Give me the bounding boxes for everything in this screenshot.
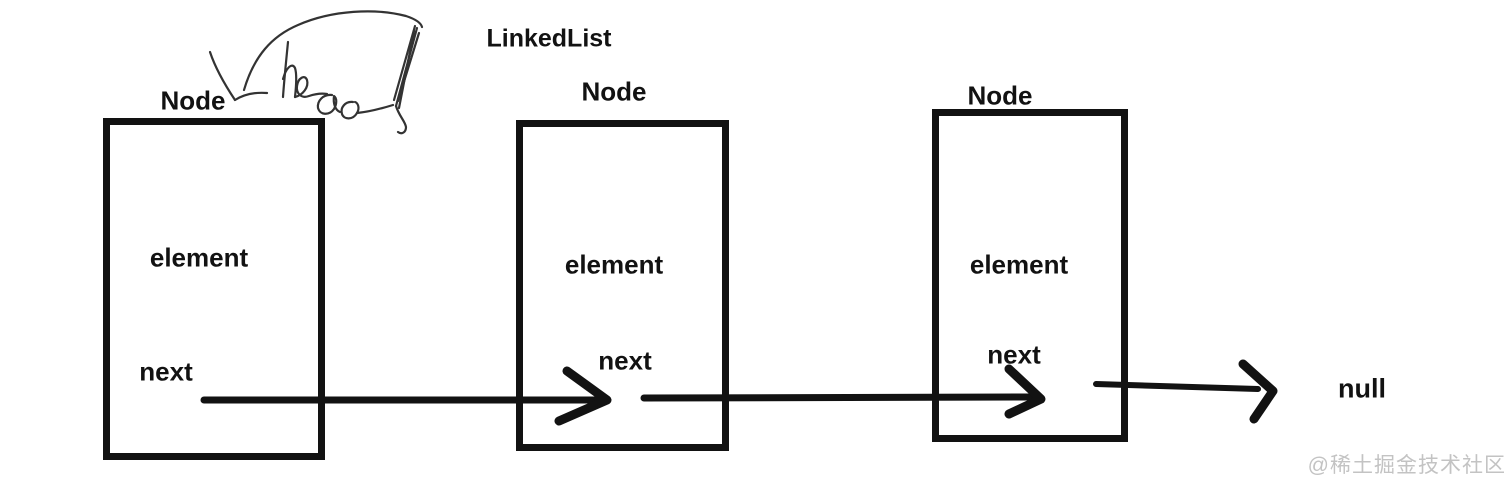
- node-2-next-field: next: [598, 345, 652, 376]
- head-arrow-curve: [242, 10, 424, 92]
- arrowhead-icon: [1238, 359, 1278, 424]
- node-1-next-field: next: [139, 356, 193, 387]
- diagram-title: LinkedList: [486, 24, 612, 53]
- node-2-box: [516, 120, 729, 451]
- node-3-next-field: next: [987, 339, 1041, 370]
- node-2-label: Node: [581, 76, 647, 107]
- null-label: null: [1338, 373, 1386, 404]
- node-2-element-field: element: [564, 249, 664, 280]
- node-1-element-field: element: [149, 242, 249, 273]
- node-3-box: [932, 109, 1128, 442]
- head-annotation: [208, 10, 424, 135]
- node-1-label: Node: [160, 85, 226, 116]
- node-1-box: [103, 118, 325, 460]
- node-3-label: Node: [967, 80, 1033, 111]
- node-3-element-field: element: [969, 249, 1069, 280]
- watermark: @稀土掘金技术社区: [1307, 454, 1506, 477]
